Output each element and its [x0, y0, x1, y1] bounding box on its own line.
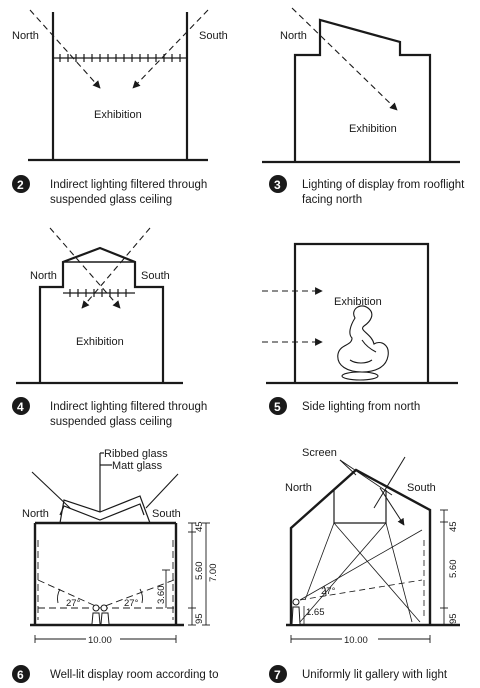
north-label: North	[22, 508, 49, 520]
ribbed-glass-label: Ribbed glass	[104, 448, 168, 460]
sight-lines	[37, 540, 175, 620]
south-label: South	[199, 30, 228, 42]
caption-line-2: suspended glass ceiling	[50, 416, 172, 428]
svg-text:3: 3	[274, 178, 281, 192]
dim-width: 10.00	[88, 635, 112, 646]
figure-badge: 2	[12, 175, 30, 193]
svg-text:5: 5	[274, 400, 281, 414]
dim-base: 95	[194, 613, 205, 624]
light-rays	[29, 9, 209, 89]
caption-line-1: Well-lit display room according to	[50, 669, 219, 681]
room-outline	[293, 18, 432, 162]
caption-line-1: Side lighting from north	[302, 401, 420, 413]
angle-right: 27°	[124, 598, 139, 609]
dim-mid: 5.60	[448, 560, 459, 579]
svg-text:6: 6	[17, 668, 24, 682]
dim-total: 7.00	[208, 564, 219, 583]
light-ray	[291, 7, 398, 111]
dimension-lines	[440, 509, 448, 626]
figure-badge: 5	[269, 397, 287, 415]
north-label: North	[30, 270, 57, 282]
caption-line-1: Indirect lighting filtered through	[50, 179, 207, 191]
svg-text:4: 4	[17, 400, 24, 414]
dim-eye: 3.60	[156, 586, 167, 605]
sun-rays	[373, 456, 406, 526]
dim-top: 45	[448, 521, 459, 532]
figure-5: Exhibition 5 Side lighting from north	[262, 242, 458, 415]
north-label: North	[280, 30, 307, 42]
caption-line-1: Uniformly lit gallery with light	[302, 669, 448, 681]
sun-rays	[31, 471, 179, 509]
figure-badge: 4	[12, 397, 30, 415]
sight-lines	[299, 522, 425, 623]
glass-ceiling	[53, 54, 187, 62]
roof-glass	[59, 452, 151, 524]
light-rays	[49, 227, 151, 309]
room-outline	[30, 521, 184, 627]
figure-6: Ribbed glass Matt glass North South 27° …	[12, 448, 219, 683]
room-outline	[28, 12, 208, 162]
south-label: South	[141, 270, 170, 282]
light-rays	[262, 287, 323, 346]
north-label: North	[285, 482, 312, 494]
svg-text:7: 7	[274, 668, 281, 682]
glass-ceiling	[63, 289, 135, 297]
viewer	[291, 598, 301, 625]
figure-3: North Exhibition 3 Lighting of display f…	[262, 7, 465, 206]
figure-4: North South Exhibition 4 Indirect lighti…	[12, 227, 207, 428]
figure-badge: 6	[12, 665, 30, 683]
dim-mid: 5.60	[194, 562, 205, 581]
caption-line-1: Indirect lighting filtered through	[50, 401, 207, 413]
screen-label: Screen	[302, 447, 337, 459]
caption-line-1: Lighting of display from rooflight	[302, 179, 465, 191]
dim-eye: 1.65	[306, 607, 325, 618]
figure-2: North South Exhibition 2 Indirect lighti…	[12, 9, 228, 206]
room-label: Exhibition	[349, 123, 397, 135]
caption-line-2: facing north	[302, 194, 362, 206]
dimension-lines	[162, 522, 210, 626]
figure-badge: 7	[269, 665, 287, 683]
dim-width: 10.00	[344, 635, 368, 646]
room-label: Exhibition	[76, 336, 124, 348]
room-outline	[38, 246, 165, 383]
diffuser-screen	[333, 490, 387, 524]
viewer	[91, 604, 110, 625]
room-label: Exhibition	[94, 109, 142, 121]
figure-badge: 3	[269, 175, 287, 193]
angle-left: 27°	[66, 598, 81, 609]
angle-label: 27°	[321, 586, 336, 597]
figure-7: Screen North South 27° 1.65	[269, 447, 460, 683]
room-outline	[293, 242, 430, 383]
dim-top: 45	[194, 521, 205, 532]
dim-base: 95	[448, 613, 459, 624]
caption-line-2: suspended glass ceiling	[50, 194, 172, 206]
south-label: South	[152, 508, 181, 520]
matt-glass-label: Matt glass	[112, 460, 163, 472]
room-label: Exhibition	[334, 296, 382, 308]
north-label: North	[12, 30, 39, 42]
south-label: South	[407, 482, 436, 494]
sculpture	[337, 305, 389, 381]
svg-text:2: 2	[17, 178, 24, 192]
room-outline	[289, 468, 432, 625]
